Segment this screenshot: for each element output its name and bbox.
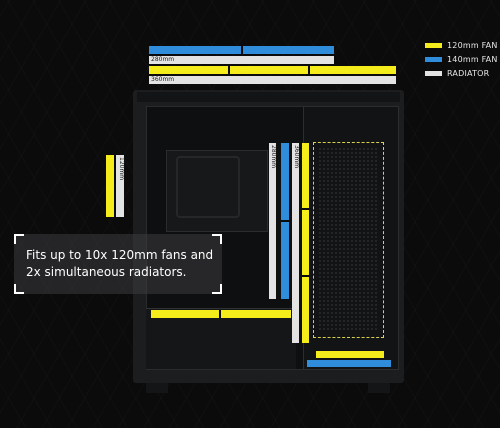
bar-divider [281,220,289,222]
bar-divider [219,310,221,318]
dimension-label-280mm: 280mm [151,56,175,63]
legend-item-120mm-fan: 120mm FAN [425,38,498,52]
mid-280mm-radiator-bar [269,143,276,299]
legend-item-radiator: RADIATOR [425,66,498,80]
mid-120mm-fan-bar [302,143,309,343]
bottom-120mm-fan-bar [151,310,291,318]
legend-swatch-white [425,70,442,76]
bar-divider [241,46,243,54]
legend-swatch-yellow [425,42,442,48]
case-top-panel [137,92,400,102]
legend-swatch-blue [425,56,442,62]
dimension-label-120mm: 120mm [118,157,125,181]
top-280mm-radiator-bar [149,56,334,64]
callout-line-2: 2x simultaneous radiators. [26,265,187,279]
top-360mm-radiator-bar [149,76,396,84]
psu-shroud [146,308,296,369]
callout-line-1: Fits up to 10x 120mm fans and [26,248,214,262]
mid-360mm-radiator-bar [292,143,299,343]
callout-corner [212,234,222,244]
front-mesh [318,147,377,331]
floor-120mm-fan-bar [316,351,384,358]
bar-divider [302,208,309,210]
bar-divider [302,275,309,277]
rear-120mm-fan-bar [106,155,114,217]
case-foot-left [146,383,168,393]
feature-callout: Fits up to 10x 120mm fans and 2x simulta… [14,234,222,294]
rear-radiator-bar [116,155,124,217]
bar-divider [228,66,230,74]
floor-140mm-fan-bar [307,360,391,367]
callout-corner [14,284,24,294]
callout-text: Fits up to 10x 120mm fans and 2x simulta… [26,247,222,281]
callout-corner [212,284,222,294]
dimension-label-280mm: 280mm [270,145,277,169]
legend-label: 140mm FAN [447,54,498,64]
front-mount-outline [313,142,384,338]
dimension-label-360mm: 360mm [151,76,175,83]
legend: 120mm FAN 140mm FAN RADIATOR [425,38,498,80]
top-120mm-fan-bar [149,66,396,74]
bar-divider [308,66,310,74]
legend-item-140mm-fan: 140mm FAN [425,52,498,66]
legend-label: RADIATOR [447,68,490,78]
callout-corner [14,234,24,244]
dimension-label-360mm: 360mm [293,145,300,169]
case-foot-right [368,383,390,393]
cpu-cutout [176,156,240,218]
legend-label: 120mm FAN [447,40,498,50]
motherboard-tray [166,150,268,232]
